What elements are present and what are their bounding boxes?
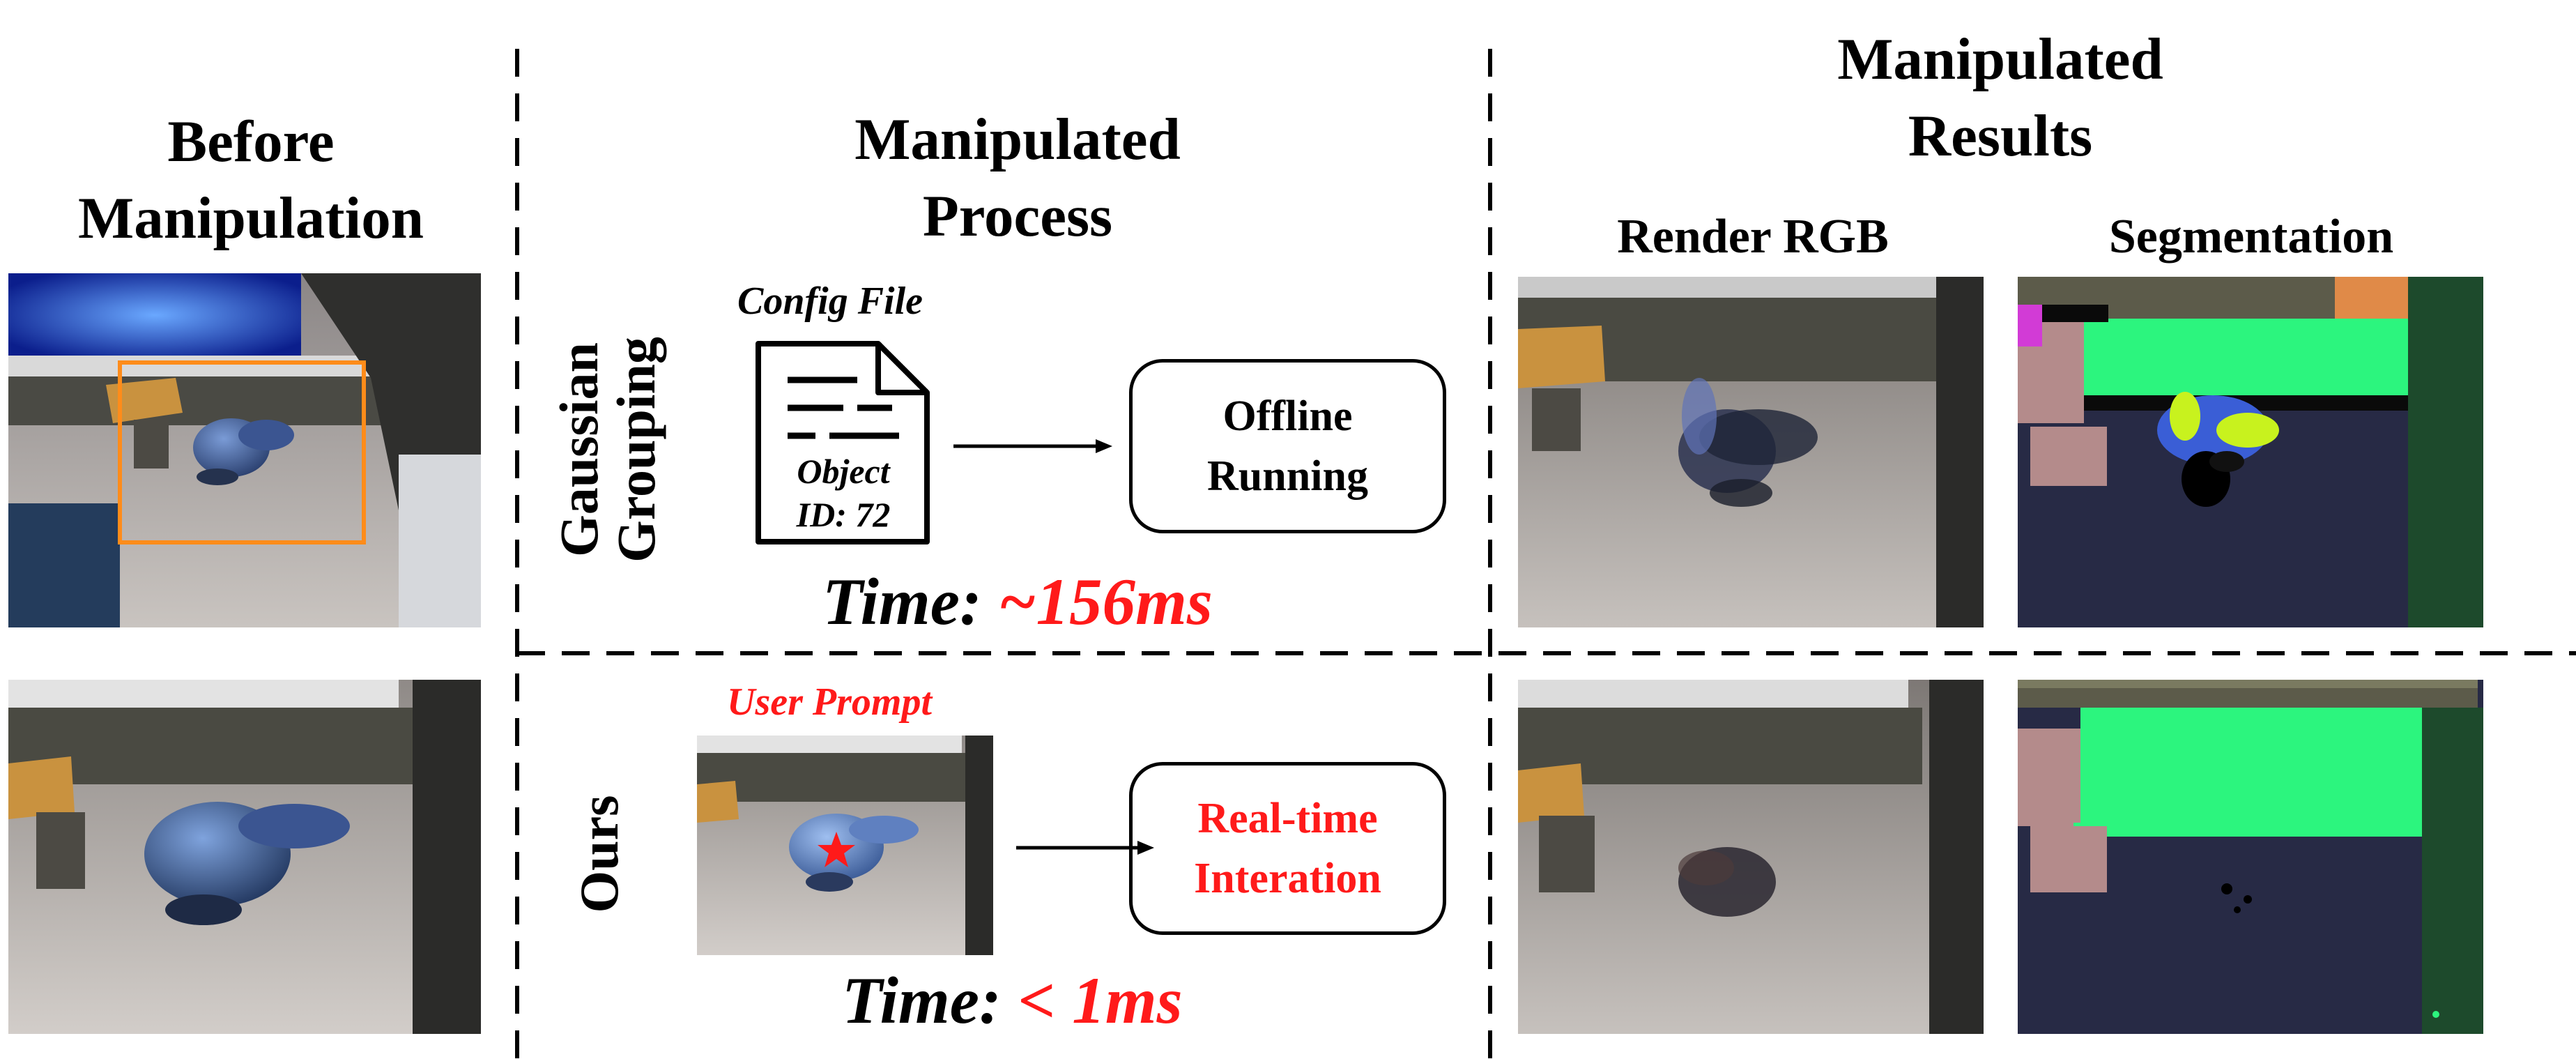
user-prompt-label: User Prompt <box>727 680 932 724</box>
time-ours-value: < 1ms <box>1018 963 1183 1037</box>
time-gaussian-prefix: Time: <box>822 565 982 639</box>
time-gaussian: Time: ~156ms <box>822 563 1213 640</box>
running-line: Running <box>1207 452 1368 500</box>
segmentation-gaussian <box>2018 277 2483 627</box>
row-label-ours-text: Ours <box>569 795 629 913</box>
row-label-gaussian: Gaussian Grouping <box>549 337 666 563</box>
header-process-line2: Process <box>922 183 1113 249</box>
subheader-render-rgb: Render RGB <box>1617 210 1889 264</box>
header-process: Manipulated Process <box>711 101 1324 254</box>
header-results: Manipulated Results <box>1687 21 2314 174</box>
document-icon: Object ID: 72 <box>753 338 934 547</box>
user-prompt-image <box>697 736 993 955</box>
bounding-box <box>118 360 366 544</box>
offline-running-box: Offline Running <box>1129 359 1446 533</box>
time-gaussian-value: ~156ms <box>998 565 1213 639</box>
arrow-right-icon-ours <box>1016 841 1154 855</box>
realtime-line: Real-time <box>1197 795 1378 842</box>
header-results-line1: Manipulated <box>1837 26 2163 92</box>
realtime-interation-box: Real-time Interation <box>1129 762 1446 935</box>
time-ours: Time: < 1ms <box>842 962 1183 1039</box>
subheader-segmentation: Segmentation <box>2108 210 2394 264</box>
offline-line: Offline <box>1222 393 1353 440</box>
header-process-line1: Manipulated <box>854 107 1181 172</box>
interation-line: Interation <box>1194 855 1381 902</box>
config-file-label: Config File <box>737 280 923 323</box>
render-rgb-gaussian <box>1518 277 1984 627</box>
header-before-line1: Before <box>167 109 335 174</box>
row-label-ours: Ours <box>569 795 629 913</box>
doc-object-line: Object <box>797 452 890 491</box>
doc-id-line: ID: 72 <box>796 495 891 534</box>
before-image-top <box>8 273 481 627</box>
before-image-bottom <box>8 680 481 1034</box>
header-before-line2: Manipulation <box>78 185 424 251</box>
row-label-gaussian-line2: Grouping <box>606 337 666 563</box>
header-before: Before Manipulation <box>0 103 502 257</box>
arrow-right-icon <box>953 439 1112 453</box>
row-label-gaussian-line1: Gaussian <box>549 342 609 557</box>
time-ours-prefix: Time: <box>842 963 1002 1037</box>
segmentation-ours <box>2018 680 2483 1034</box>
render-rgb-ours <box>1518 680 1984 1034</box>
star-icon <box>818 832 855 867</box>
header-results-line2: Results <box>1908 103 2093 169</box>
